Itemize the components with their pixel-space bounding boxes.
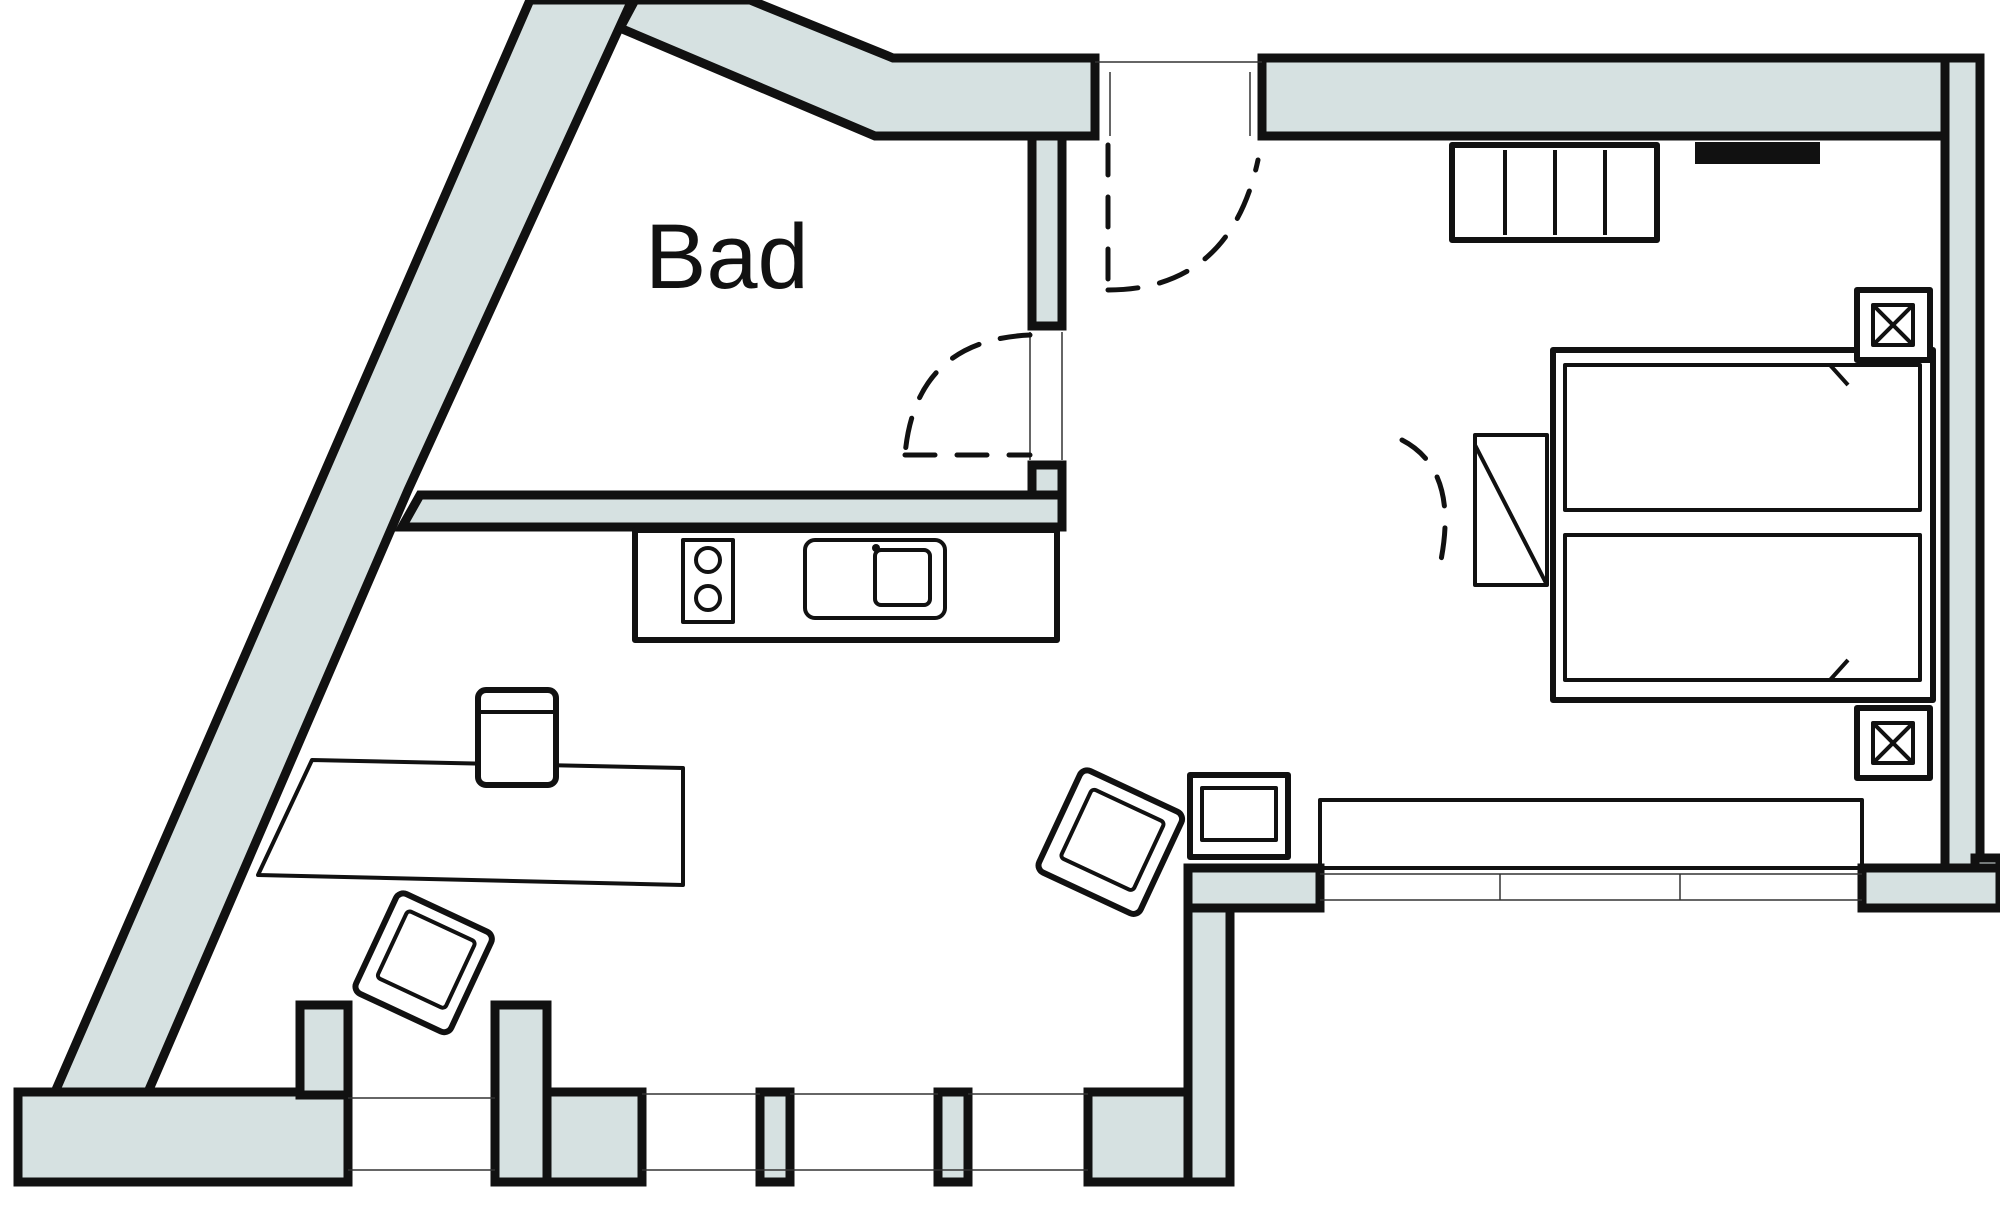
kitchenette (632, 527, 1060, 643)
desk (256, 758, 685, 887)
north-slanted-wall (613, 0, 1100, 141)
bath-partition-upper (1027, 131, 1067, 331)
stove-icon (681, 538, 735, 624)
room-label-bathroom: Bad (645, 206, 809, 308)
tv-stand (1187, 772, 1291, 860)
lounge-chair-right (1035, 767, 1186, 917)
south-wall-segment-1 (13, 1087, 353, 1187)
bath-south-wall (394, 490, 1067, 532)
folding-rack (1399, 433, 1549, 587)
south-east-wall (1857, 863, 2000, 913)
sideboard (1318, 798, 1864, 870)
lounge-chair-left (352, 890, 495, 1036)
south-wall-mullion-2 (933, 1087, 973, 1187)
south-wall-segment-2 (490, 1000, 552, 1187)
sink-icon (803, 538, 947, 620)
west-diagonal-wall (48, 0, 637, 1097)
inner-corner-wall-vertical (1183, 863, 1235, 1187)
desk-chair (475, 687, 559, 788)
north-wall (1257, 53, 1985, 141)
wardrobe (1449, 142, 1820, 243)
south-wall-segment-3 (542, 1087, 647, 1187)
nightstand-lamp-icon (1871, 721, 1915, 765)
doors (902, 142, 1261, 458)
nightstand-top (1854, 287, 1933, 363)
desk-area (256, 687, 685, 887)
inner-corner-wall-horizontal (1183, 863, 1325, 913)
south-wall-pier-1 (295, 1000, 353, 1100)
bathroom-door-swing (902, 332, 1033, 458)
double-bed (1550, 347, 1936, 703)
entrance-door-swing (1105, 157, 1261, 293)
south-wall-mullion-1 (755, 1087, 795, 1187)
nightstand-bottom (1854, 705, 1933, 781)
east-wall (1940, 53, 1985, 878)
windows (348, 61, 1862, 1171)
walls (13, 0, 2000, 1187)
nightstand-lamp-icon (1871, 303, 1915, 347)
